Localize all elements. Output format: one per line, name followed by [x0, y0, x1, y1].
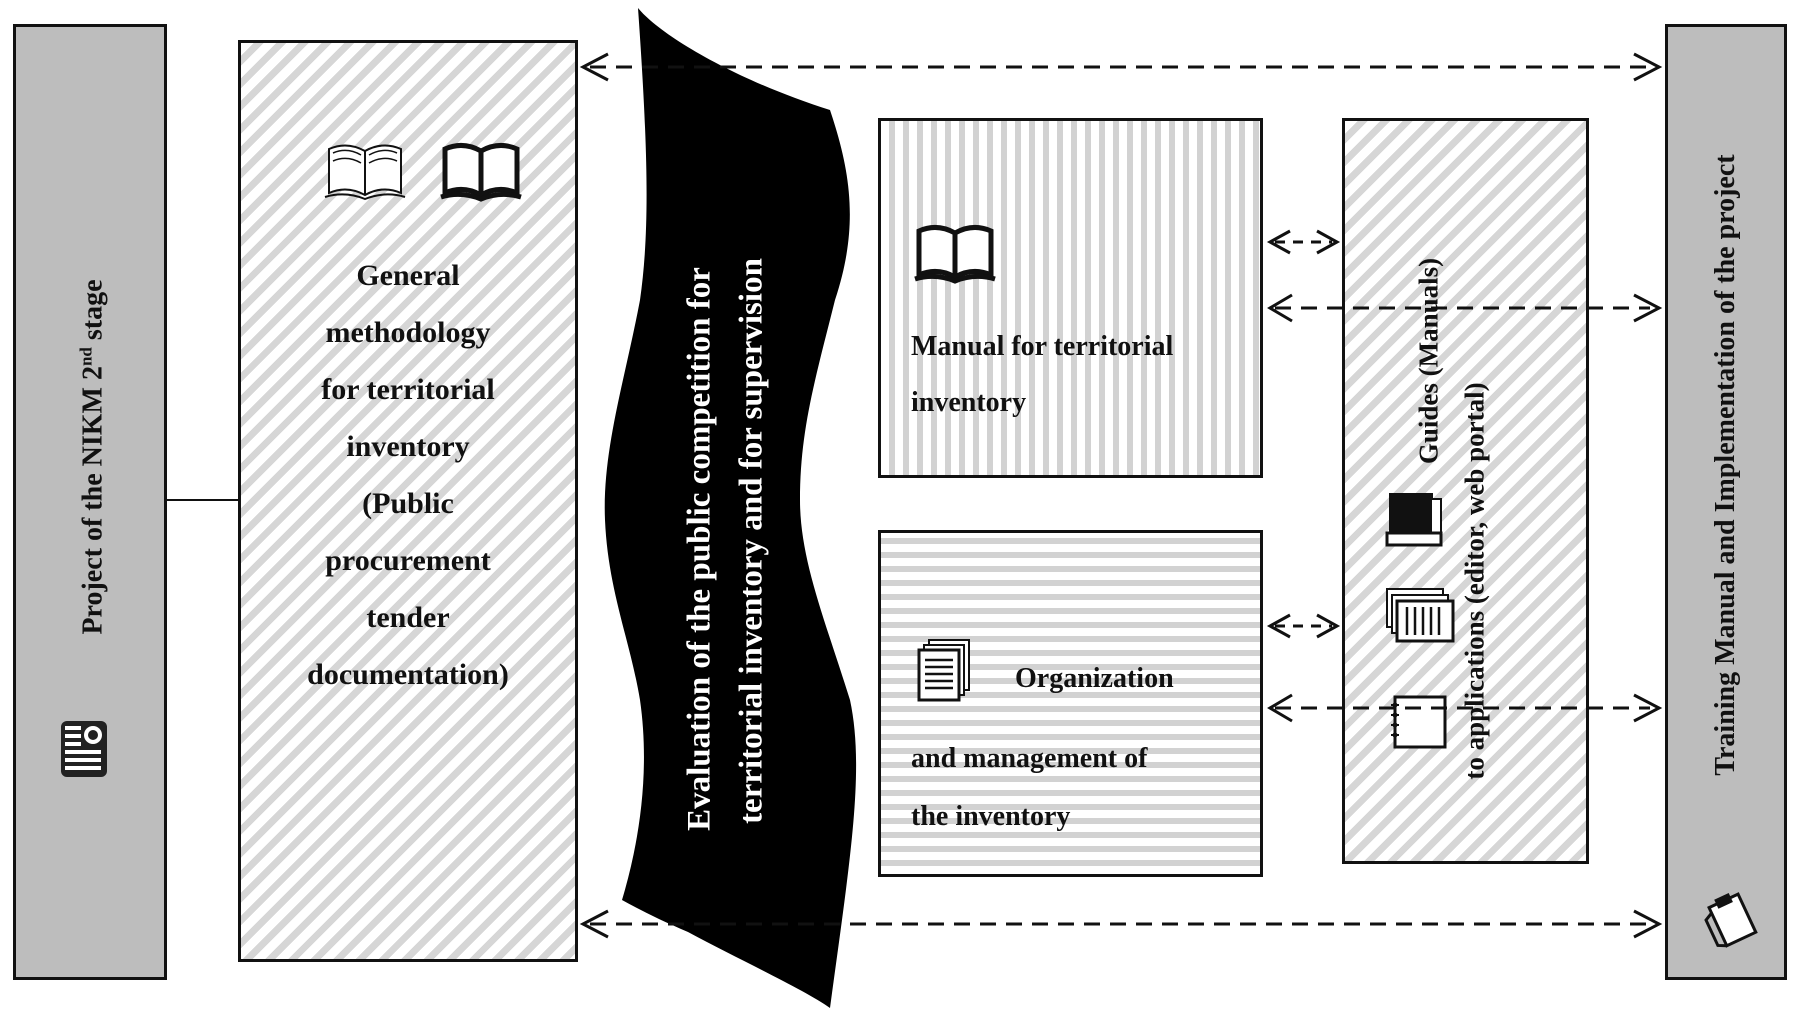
- methodology-line: procurement: [325, 544, 491, 577]
- form-icon: [61, 721, 107, 777]
- guides-box: Guides (Manuals) to applications (editor…: [1342, 118, 1589, 864]
- clipboard-icon: [1704, 892, 1758, 948]
- org-box-line-3: the inventory: [911, 801, 1071, 832]
- left-project-bar: Project of the NIKM 2nd stage: [13, 24, 167, 980]
- left-connector: [165, 499, 240, 501]
- right-training-bar: Training Manual and Implementation of th…: [1665, 24, 1787, 980]
- methodology-line: methodology: [325, 316, 491, 349]
- stacked-documents-icon: [1386, 588, 1455, 643]
- open-book-icon: [914, 225, 996, 284]
- notebook-icon: [1391, 695, 1447, 749]
- methodology-line: (Public: [362, 487, 454, 520]
- manual-box-line-2: inventory: [911, 387, 1027, 418]
- methodology-line: documentation): [307, 658, 509, 691]
- methodology-line: for territorial: [321, 373, 495, 406]
- computer-icon: [1385, 493, 1443, 547]
- organization-box: Organization and management of the inven…: [878, 530, 1263, 877]
- org-box-line-1: Organization: [1015, 663, 1174, 694]
- open-book-outline-icon: [324, 144, 406, 201]
- methodology-text: General methodology for territorial inve…: [241, 247, 575, 703]
- document-stack-icon: [917, 639, 970, 702]
- org-box-line-2: and management of: [911, 743, 1148, 774]
- methodology-line: General: [356, 259, 460, 292]
- open-book-icon: [440, 143, 522, 202]
- manual-box-line-1: Manual for territorial: [911, 331, 1174, 362]
- methodology-line: tender: [366, 601, 450, 634]
- methodology-line: inventory: [346, 430, 470, 463]
- general-methodology-box: General methodology for territorial inve…: [238, 40, 578, 962]
- manual-territorial-box: Manual for territorial inventory: [878, 118, 1263, 478]
